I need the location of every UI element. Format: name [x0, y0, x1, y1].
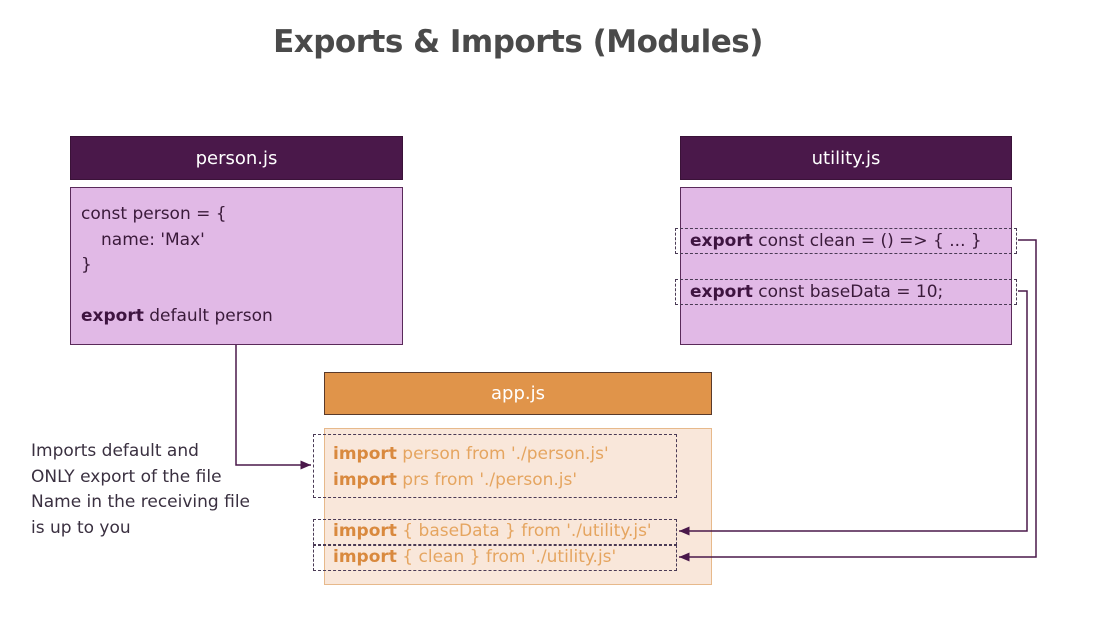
- code-line: name: 'Max': [101, 229, 205, 250]
- annotation-note: Imports default and ONLY export of the f…: [31, 439, 250, 541]
- note-line: ONLY export of the file: [31, 466, 222, 487]
- app-js-header: app.js: [324, 372, 712, 415]
- code-line: const person = {: [81, 204, 227, 224]
- import-basedata: import { baseData } from './utility.js': [313, 519, 677, 545]
- note-line: Name in the receiving file: [31, 492, 251, 512]
- basedata-arrow: [679, 290, 1028, 536]
- code-line: }: [81, 255, 92, 275]
- slide-title: Exports & Imports (Modules): [273, 24, 763, 60]
- import-clean: import { clean } from './utility.js': [313, 545, 677, 571]
- default-imports-group: [313, 434, 677, 498]
- import-prs: import prs from './person.js': [333, 470, 578, 490]
- utility-js-header: utility.js: [680, 136, 1012, 180]
- utility-js-body: [680, 187, 1012, 345]
- person-js-body: const person = { name: 'Max' } export de…: [70, 187, 403, 345]
- code-line-export: export default person: [81, 306, 273, 326]
- export-clean: export const clean = () => { ... }: [675, 228, 1017, 254]
- note-line: Imports default and: [31, 441, 199, 461]
- export-basedata: export const baseData = 10;: [675, 279, 1017, 305]
- note-line: is up to you: [31, 517, 131, 538]
- clean-arrow: [679, 239, 1037, 562]
- person-to-app-arrow: [235, 345, 311, 470]
- import-person: import person from './person.js': [333, 444, 609, 464]
- person-js-header: person.js: [70, 136, 403, 180]
- app-js-body: [324, 428, 712, 585]
